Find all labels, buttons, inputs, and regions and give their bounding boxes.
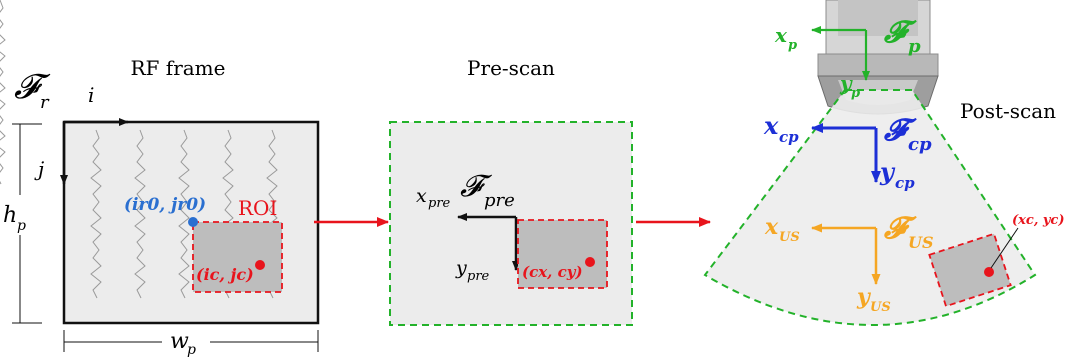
probe-axis-x-subscript: p (788, 38, 797, 53)
rf-frame-title: RF frame (131, 56, 226, 80)
us-axis-y-label: y (856, 284, 872, 310)
us-axis-x-label: x (764, 214, 779, 240)
us-frame-subscript: US (908, 233, 934, 252)
rf-dim-h-label: h (3, 203, 17, 228)
prescan-roi-center-coord: (cx, cy) (522, 263, 583, 281)
postscan-title: Post-scan (960, 99, 1056, 123)
prescan-axis-x-subscript: pre (428, 196, 451, 211)
cp-axis-y-subscript: cp (895, 174, 915, 192)
probe-frame-subscript: p (908, 36, 921, 57)
rf-dim-h-subscript: p (17, 218, 26, 234)
postscan-roi (928, 232, 1012, 308)
us-axis-x-subscript: US (779, 230, 800, 245)
us-axis-y-subscript: US (870, 300, 891, 315)
prescan-roi-rect (517, 219, 608, 289)
rf-frame-subscript: r (40, 92, 50, 113)
prescan-frame-subscript: pre (484, 190, 515, 211)
postscan-roi-center-coord: (xc, yc) (1012, 213, 1065, 228)
rf-axis-j-label: j (34, 157, 44, 181)
probe-axis-x-label: x (774, 23, 788, 47)
prescan-axis-y-label: y (455, 257, 467, 279)
rf-roi-label: ROI (238, 196, 277, 220)
prescan-title: Pre-scan (467, 56, 555, 80)
cp-axis-x-subscript: cp (779, 128, 799, 146)
postscan-panel: Post-scan x p y p 𝓕 p x cp y cp 𝓕 cp (703, 0, 1065, 326)
prescan-axis-x-label: x (416, 185, 427, 207)
postscan-roi-center-dot (984, 267, 994, 277)
rf-frame-panel: RF frame 𝓕 r i j h p (0, 0, 320, 358)
cp-axis-x-label: x (763, 111, 779, 140)
postscan-roi-leader-line (990, 227, 1019, 269)
probe-axis-y-label: y (839, 71, 853, 95)
rf-dim-w-label: w (170, 329, 189, 354)
cp-frame-subscript: cp (908, 134, 932, 155)
rf-signal-traces (0, 0, 6, 185)
rf-dim-w-subscript: p (187, 342, 196, 358)
rf-roi-center-dot (255, 260, 265, 270)
probe-axis-y-subscript: p (851, 86, 860, 101)
postscan-roi-rect (928, 232, 1012, 308)
prescan-roi-center-dot (585, 257, 595, 267)
rf-roi-corner-dot (188, 217, 198, 227)
cp-axis-y-label: y (879, 157, 896, 186)
prescan-axis-y-subscript: pre (467, 269, 490, 284)
rf-roi-corner-coord: (ir0, jr0) (124, 195, 206, 215)
rf-roi-rect (192, 221, 283, 293)
rf-roi-center-coord: (ic, jc) (196, 265, 254, 284)
prescan-panel: Pre-scan 𝓕 pre x pre y pre (cx, cy) (389, 56, 633, 326)
rf-axis-i-label: i (88, 83, 94, 107)
